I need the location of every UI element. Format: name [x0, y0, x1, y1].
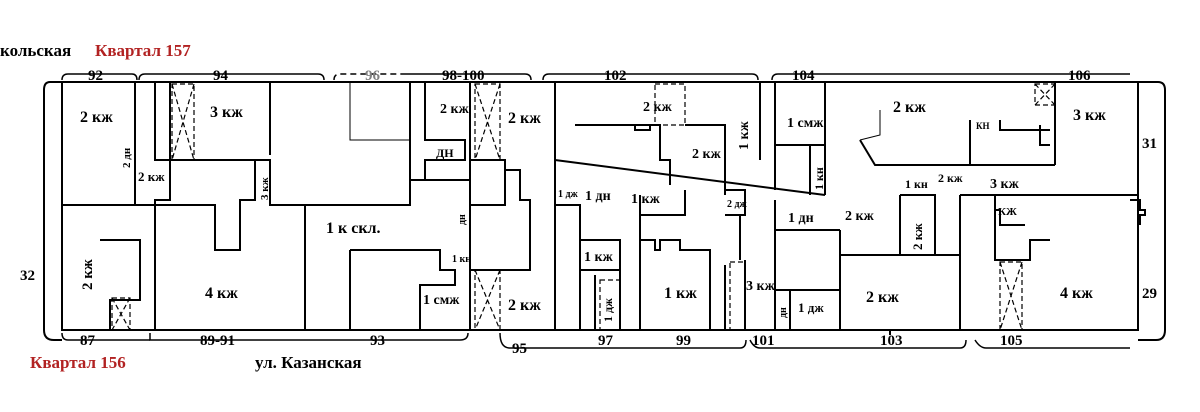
house-number: 92	[88, 68, 103, 84]
building-label: 1 дж	[558, 189, 579, 200]
house-number: 101	[752, 333, 775, 349]
building-label: 1 кн	[905, 177, 928, 191]
house-number: 103	[880, 333, 903, 349]
building-label: 4 кж	[1060, 285, 1093, 302]
top-brackets	[61, 73, 1130, 81]
house-number: 97	[598, 333, 614, 349]
building-label: 2 кж	[643, 100, 673, 115]
building-label: 2 кж	[845, 209, 875, 224]
building-label: 1 дн	[788, 211, 814, 226]
building-label: ДН	[436, 146, 454, 160]
building-label: 2 кж	[692, 147, 722, 162]
building-label: 2 дж	[727, 199, 748, 210]
lot-lines	[62, 81, 1146, 335]
house-number: 105	[1000, 333, 1023, 349]
building-label: 2 кж	[138, 169, 165, 184]
house-number: 99	[676, 333, 691, 349]
block-title-157: Квартал 157	[95, 41, 191, 60]
building-label: 2 дн	[121, 147, 133, 168]
building-label: 2 кж	[508, 297, 541, 314]
building-label: 2 кж	[866, 289, 899, 306]
house-number: 87	[80, 333, 96, 349]
building-label: 3 кж	[210, 104, 243, 121]
building-label: 1 кж	[664, 285, 697, 302]
house-number: 94	[213, 68, 229, 84]
building-label: КН	[976, 121, 990, 131]
building-label: 1 кн	[452, 254, 471, 265]
building-label: 3 кж	[259, 177, 271, 200]
building-label: 2 кж	[80, 109, 113, 126]
house-number: 96	[365, 68, 381, 84]
street-name-bottom: ул. Казанская	[255, 353, 362, 372]
house-number: 93	[370, 333, 385, 349]
bottom-brackets	[61, 332, 1130, 349]
dashed-yards	[111, 81, 1056, 331]
block-outline	[43, 81, 1166, 341]
house-number: 106	[1068, 68, 1091, 84]
building-label: 1 смж	[787, 116, 824, 131]
building-label: 1 дж	[798, 300, 824, 315]
house-number: 32	[20, 268, 35, 284]
street-name-top: кольская	[0, 41, 71, 60]
building-label: 2 кж	[938, 171, 963, 185]
building-label: 1 дж	[601, 298, 615, 322]
house-number: 89-91	[200, 333, 235, 349]
building-label: КЖ	[998, 206, 1017, 218]
house-number: 29	[1142, 286, 1157, 302]
building-label: 3 кж	[746, 279, 776, 294]
building-label: 2 кж	[440, 102, 470, 117]
building-label: 1 кж	[631, 192, 661, 207]
building-label: 1 кж	[737, 120, 752, 150]
building-label: 3 кж	[1073, 107, 1106, 124]
building-label: 1 кн	[812, 167, 826, 190]
house-number: 102	[604, 68, 627, 84]
building-label: 3 кж	[990, 177, 1020, 192]
building-label: 2 кж	[910, 223, 925, 250]
building-label: 1 дн	[585, 189, 611, 204]
building-label: 2 кж	[80, 259, 96, 290]
building-label: 2 кж	[508, 110, 541, 127]
building-label: 2 кж	[893, 99, 926, 116]
house-number: 104	[792, 68, 815, 84]
building-label: 1 кж	[584, 250, 614, 265]
house-number: 98-100	[442, 68, 485, 84]
block-title-156: Квартал 156	[30, 353, 126, 372]
building-label: 4 кж	[205, 285, 238, 302]
building-label: 1 смж	[423, 293, 460, 308]
building-label: дн	[457, 214, 468, 225]
building-label: 1 к скл.	[326, 220, 381, 237]
house-number: 95	[512, 341, 527, 357]
building-label: дн	[778, 307, 789, 318]
house-number: 31	[1142, 136, 1157, 152]
